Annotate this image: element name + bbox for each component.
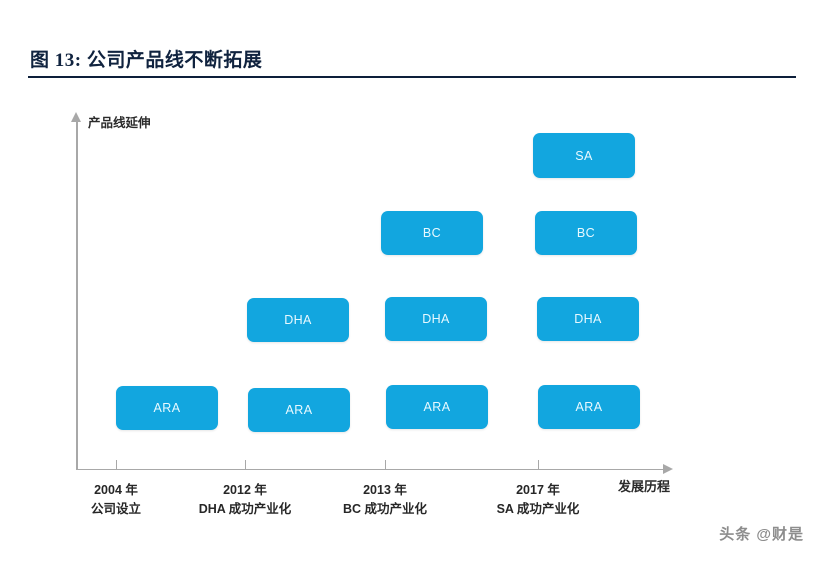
product-box-ara-col0[interactable]: ARA [116, 386, 218, 430]
product-box-dha-col2[interactable]: DHA [385, 297, 487, 341]
y-axis-label: 产品线延伸 [88, 116, 151, 130]
page-title: 图 13: 公司产品线不断拓展 [30, 50, 263, 71]
product-box-ara-col1[interactable]: ARA [248, 388, 350, 432]
y-axis-line [76, 120, 78, 470]
tick-label-event: BC 成功产业化 [342, 502, 428, 516]
product-box-dha-col1[interactable]: DHA [247, 298, 349, 342]
tick-label-event: SA 成功产业化 [496, 502, 580, 516]
product-box-bc-col3[interactable]: BC [535, 211, 637, 255]
tick-label-year: 2013 年 [363, 483, 407, 497]
product-box-sa-col3[interactable]: SA [533, 133, 635, 178]
x-axis-tick-3 [538, 460, 539, 469]
title-divider [28, 76, 796, 78]
y-axis-arrow-icon [71, 112, 81, 122]
product-box-bc-col2[interactable]: BC [381, 211, 483, 255]
x-axis-tick-label-2: 2013 年 BC 成功产业化 [300, 481, 470, 519]
x-axis-tick-label-0: 2004 年公司设立 [31, 481, 201, 519]
x-axis-label: 发展历程 [618, 479, 671, 494]
watermark: 头条 @财是 [719, 526, 804, 543]
x-axis-tick-1 [245, 460, 246, 469]
tick-label-event: DHA 成功产业化 [198, 502, 292, 516]
tick-label-event: 公司设立 [90, 502, 141, 516]
tick-label-year: 2012 年 [223, 483, 267, 497]
product-box-ara-col3[interactable]: ARA [538, 385, 640, 429]
product-box-ara-col2[interactable]: ARA [386, 385, 488, 429]
product-box-dha-col3[interactable]: DHA [537, 297, 639, 341]
x-axis-tick-0 [116, 460, 117, 469]
x-axis-arrow-icon [663, 464, 673, 474]
x-axis-tick-2 [385, 460, 386, 469]
x-axis-tick-label-1: 2012 年 DHA 成功产业化 [160, 481, 330, 519]
tick-label-year: 2017 年 [516, 483, 560, 497]
x-axis-line [76, 468, 666, 470]
tick-label-year: 2004 年 [94, 483, 138, 497]
x-axis-tick-label-3: 2017 年 SA 成功产业化 [453, 481, 623, 519]
